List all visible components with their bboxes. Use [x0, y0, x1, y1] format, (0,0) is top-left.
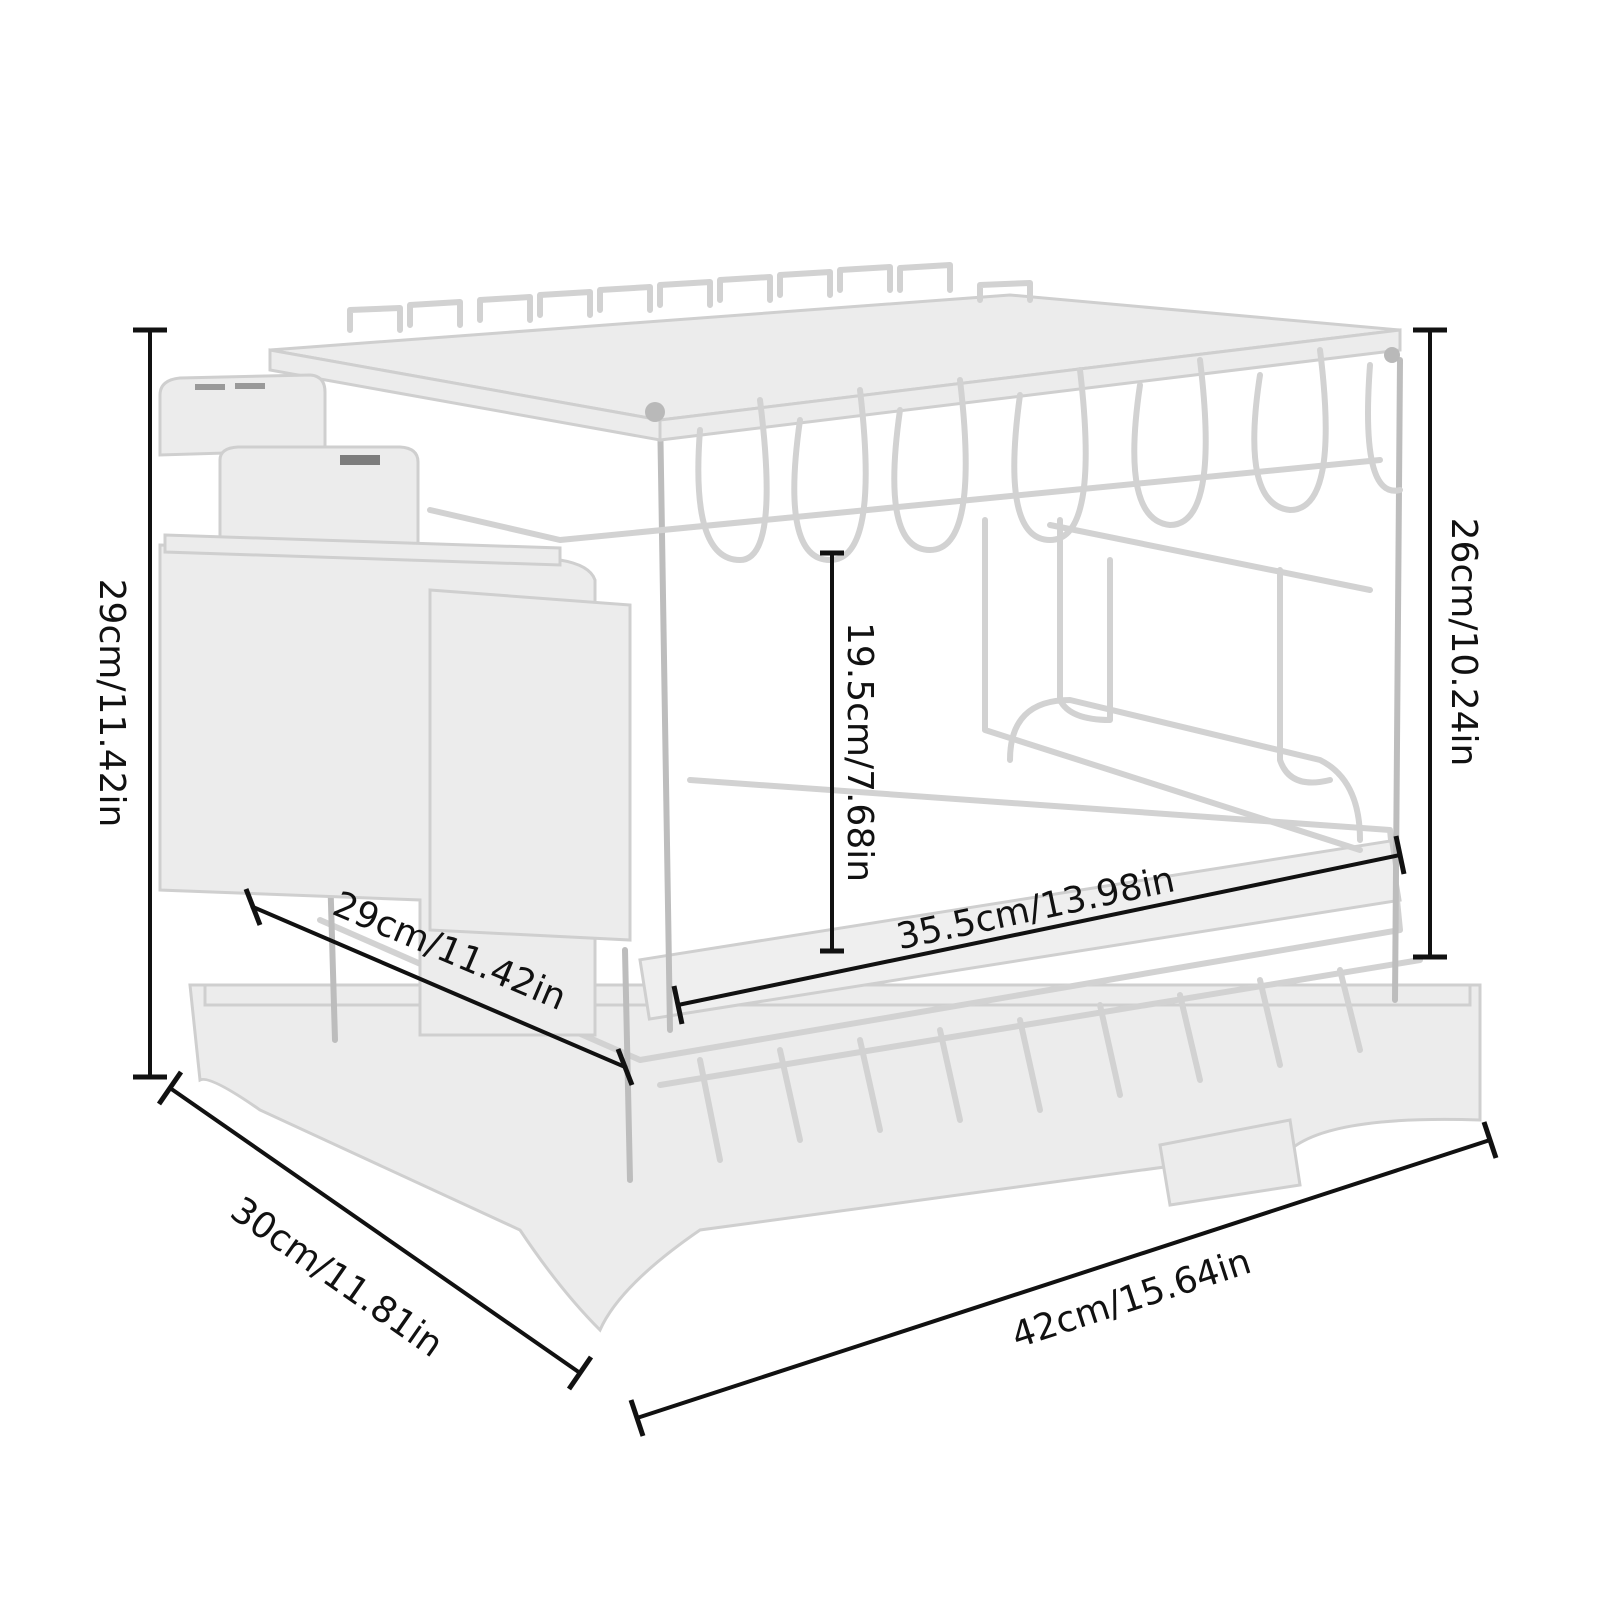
dimension-tier-gap: 19.5cm/7.68in — [820, 550, 880, 954]
frame-height-label: 26cm/10.24in — [1443, 518, 1484, 767]
dish-rack-illustration — [158, 262, 1482, 1333]
base-depth-label: 30cm/11.81in — [223, 1189, 450, 1365]
total-height-label: 29cm/11.42in — [91, 579, 132, 828]
tier-gap-label: 19.5cm/7.68in — [839, 622, 880, 882]
drain-spout — [1158, 1118, 1302, 1207]
utensil-holder — [158, 373, 632, 1037]
drip-tray — [188, 983, 1482, 1333]
dimension-total-height: 29cm/11.42in — [91, 327, 167, 1080]
dimension-frame-height: 26cm/10.24in — [1413, 327, 1484, 960]
upper-tier — [268, 262, 1403, 563]
cutting-board-holder — [982, 517, 1373, 853]
